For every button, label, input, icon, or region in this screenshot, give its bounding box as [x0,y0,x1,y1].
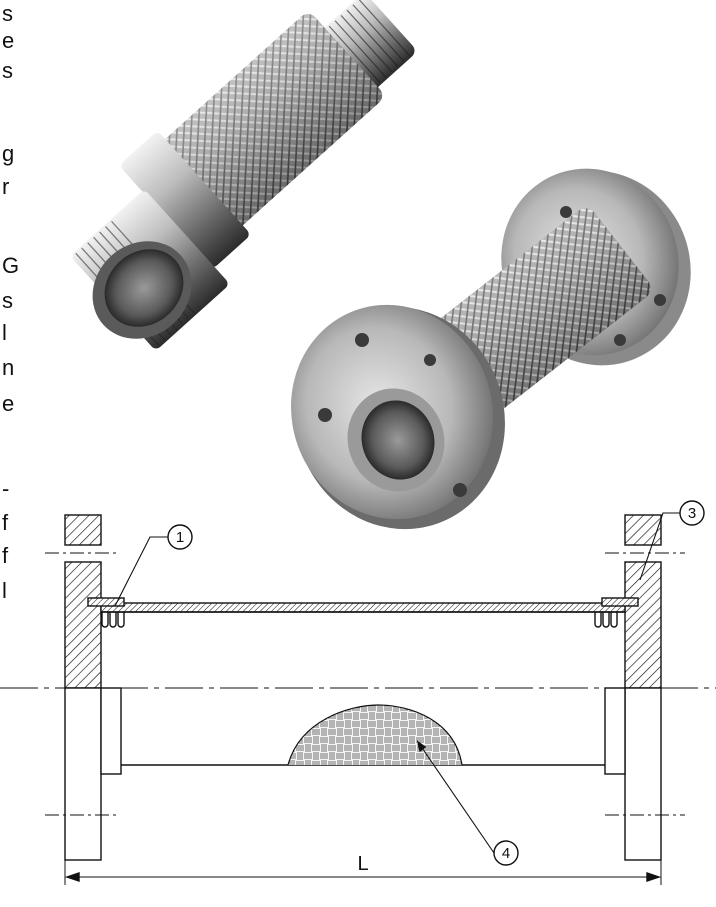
front-flange-bolt-holes [318,333,467,497]
edge-letter: l [2,320,7,345]
right-flange-view [624,687,662,861]
technical-drawing [0,500,716,885]
callout-3-leader [639,512,680,581]
threaded-braided-hose-photo [72,0,415,349]
left-flange-section [64,561,102,689]
callout-4-arrow [416,740,427,753]
callout-4-circle [493,840,519,866]
right-end-ring [601,597,639,607]
callout-1-circle [167,524,193,550]
left-end-ring [87,597,125,607]
right-corrugations [594,612,618,628]
flanged-braided-hose-photo [291,168,691,530]
edge-letter: e [2,391,15,416]
edge-letter: f [2,543,9,568]
right-collar-view [604,687,626,775]
dimension-label: L [357,853,368,875]
dimension-arrow-left [64,872,80,882]
callout-1-label: 1 [176,529,184,546]
left-corrugations [101,612,125,628]
callout-3-label: 3 [688,505,696,522]
left-flange-view [64,687,102,861]
weld-collar [121,133,249,267]
pipe-bore [104,249,184,327]
edge-letter: s [2,288,13,313]
edge-letter: r [2,174,10,199]
braid-detail-outline [287,704,463,766]
edge-letter: s [2,58,13,83]
edge-letter: g [2,141,15,166]
callout-1-leader [114,536,168,607]
flange-bore [361,400,435,480]
right-flange-section [624,561,662,689]
left-collar-view [100,687,122,775]
edge-letter: - [2,476,10,501]
dimension-arrow-right [646,872,662,882]
callout-3-circle [679,500,705,526]
edge-letter: f [2,510,9,535]
right-flange-section-top [624,514,662,546]
edge-letter: n [2,355,15,380]
braid-detail [288,705,462,765]
callout-4-label: 4 [502,845,510,862]
edge-letter: G [2,253,20,278]
callout-4-leader [417,741,495,854]
left-flange-section-top [64,514,102,546]
edge-letter: e [2,28,15,53]
hose-wall-section [100,602,626,613]
edge-letter: l [2,578,7,603]
edge-letter: s [2,1,13,26]
